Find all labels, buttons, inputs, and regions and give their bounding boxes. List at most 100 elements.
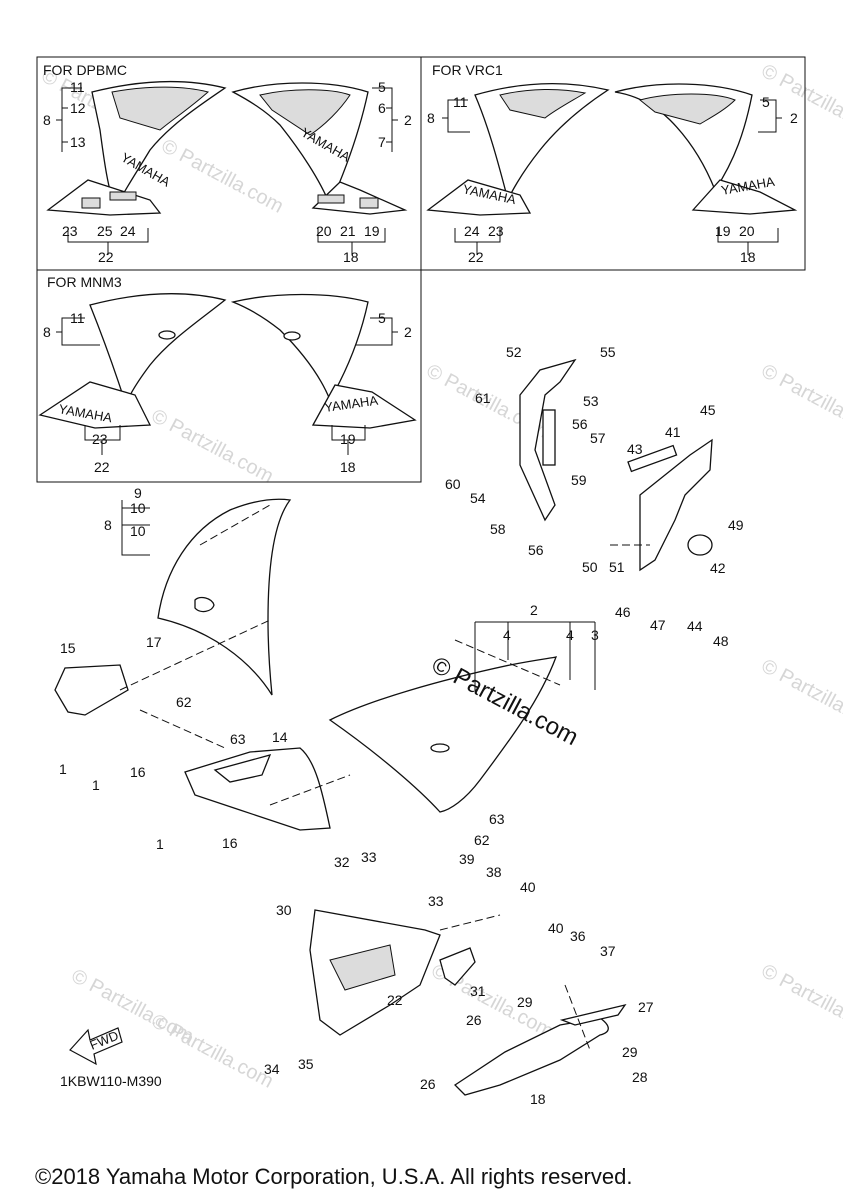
assembly-lines: [119, 544, 650, 1051]
side-cowl-2: [328, 656, 558, 813]
callouts: 8 11 12 13 5 6 7 2 23 25 24 22 20 21 19 …: [43, 79, 798, 1107]
callout-24: 24: [464, 223, 480, 239]
callout-49: 49: [728, 517, 744, 533]
callout-26: 26: [420, 1076, 436, 1092]
callout-33: 33: [361, 849, 377, 865]
callout-16: 16: [130, 764, 146, 780]
diagram-code: 1KBW110-M390: [60, 1073, 162, 1089]
background-watermarks: © Partzilla.com © Partzilla.com © Partzi…: [38, 60, 843, 1093]
callout-5: 5: [378, 79, 386, 95]
callout-39: 39: [459, 851, 475, 867]
callout-53: 53: [583, 393, 599, 409]
callout-63: 63: [230, 731, 246, 747]
callout-25: 25: [97, 223, 113, 239]
callout-18: 18: [740, 249, 756, 265]
mnm3-box-frame: [36, 269, 422, 483]
callout-8: 8: [43, 324, 51, 340]
callout-60: 60: [445, 476, 461, 492]
callout-16: 16: [222, 835, 238, 851]
vrc1-lower-decals: YAMAHA YAMAHA: [426, 174, 798, 216]
callout-10: 10: [130, 523, 146, 539]
callout-2: 2: [404, 324, 412, 340]
callout-17: 17: [146, 634, 162, 650]
box-title-mnm3: FOR MNM3: [47, 274, 122, 290]
callout-22: 22: [94, 459, 110, 475]
callout-20: 20: [739, 223, 755, 239]
callout-18: 18: [530, 1091, 546, 1107]
callout-43: 43: [627, 441, 643, 457]
callout-14: 14: [272, 729, 288, 745]
callout-12: 12: [70, 100, 86, 116]
callout-61: 61: [475, 390, 491, 406]
box-title-dpbmc: FOR DPBMC: [43, 62, 127, 78]
callout-1: 1: [92, 777, 100, 793]
callout-5: 5: [762, 94, 770, 110]
inner-panel-14: [184, 747, 331, 831]
callout-18: 18: [343, 249, 359, 265]
callout-55: 55: [600, 344, 616, 360]
watermark: © Partzilla.com: [148, 405, 277, 488]
callout-63: 63: [489, 811, 505, 827]
callout-32: 32: [334, 854, 350, 870]
mnm3-cowl-right: [230, 293, 369, 402]
callout-7: 7: [378, 134, 386, 150]
callout-51: 51: [609, 559, 625, 575]
callout-11: 11: [453, 94, 468, 110]
air-duct-assembly-41: [627, 438, 713, 572]
callout-37: 37: [600, 943, 616, 959]
dpbmc-cowl-right: YAMAHA: [231, 82, 369, 207]
callout-58: 58: [490, 521, 506, 537]
callout-30: 30: [276, 902, 292, 918]
callout-28: 28: [632, 1069, 648, 1085]
under-cowl-22: [309, 909, 441, 1036]
callout-22: 22: [468, 249, 484, 265]
fwd-arrow: FWD: [69, 1027, 123, 1066]
callout-31: 31: [470, 983, 486, 999]
leader-lines: [56, 87, 782, 690]
callout-6: 6: [378, 100, 386, 116]
windscreen-cowl-8: [157, 498, 292, 696]
watermark: © Partzilla.com: [758, 60, 843, 143]
callout-44: 44: [687, 618, 703, 634]
callout-62: 62: [474, 832, 490, 848]
callout-38: 38: [486, 864, 502, 880]
callout-56: 56: [572, 416, 588, 432]
callout-4: 4: [566, 627, 574, 643]
callout-46: 46: [615, 604, 631, 620]
vrc1-cowl-left: [474, 83, 610, 203]
air-duct-assembly-52: [519, 358, 577, 522]
callout-36: 36: [570, 928, 586, 944]
callout-41: 41: [665, 424, 681, 440]
callout-40: 40: [520, 879, 536, 895]
callout-42: 42: [710, 560, 726, 576]
dpbmc-lower-decals: [46, 179, 408, 216]
mnm3-lower-decals: YAMAHA YAMAHA: [38, 381, 417, 429]
mnm3-cowl-left: [89, 293, 227, 408]
callout-8: 8: [104, 517, 112, 533]
copyright-notice: ©2018 Yamaha Motor Corporation, U.S.A. A…: [35, 1164, 632, 1189]
watermark: © Partzilla.com: [158, 135, 287, 218]
callout-26: 26: [466, 1012, 482, 1028]
callout-50: 50: [582, 559, 598, 575]
callout-27: 27: [638, 999, 654, 1015]
callout-23: 23: [92, 431, 108, 447]
callout-54: 54: [470, 490, 486, 506]
callout-2: 2: [404, 112, 412, 128]
callout-52: 52: [506, 344, 522, 360]
callout-22: 22: [387, 992, 403, 1008]
callout-29: 29: [622, 1044, 638, 1060]
callout-47: 47: [650, 617, 666, 633]
decal-yamaha: YAMAHA: [323, 393, 379, 415]
callout-15: 15: [60, 640, 76, 656]
callout-11: 11: [70, 79, 85, 95]
callout-29: 29: [517, 994, 533, 1010]
variant-boxes: FOR DPBMC FOR VRC1 FOR MNM3: [36, 56, 806, 483]
watermark: © Partzilla.com: [148, 1010, 277, 1093]
callout-40: 40: [548, 920, 564, 936]
callout-22: 22: [98, 249, 114, 265]
callout-4: 4: [503, 627, 511, 643]
callout-1: 1: [156, 836, 164, 852]
callout-8: 8: [427, 110, 435, 126]
callout-57: 57: [590, 430, 606, 446]
